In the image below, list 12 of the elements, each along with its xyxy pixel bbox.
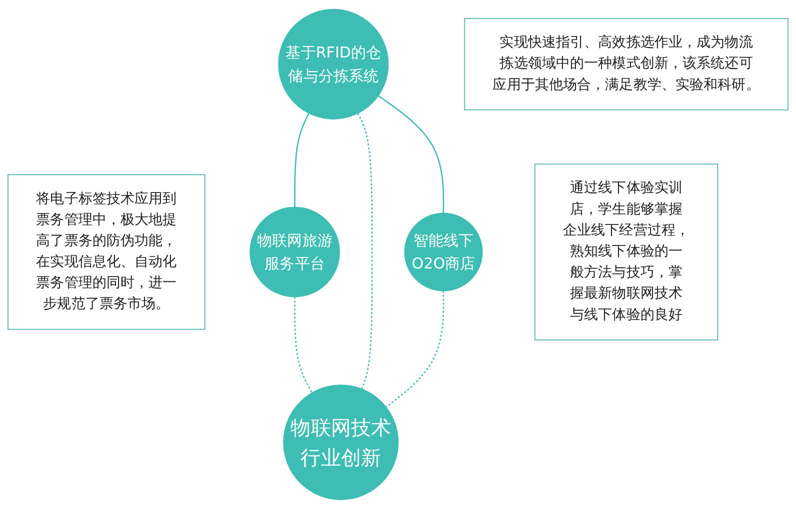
node-box: 通过线下体验实训店，学生能够掌握企业线下经营过程，熟知线下体验的一般方法与技巧，掌握最新物联网技术与线下体验的良好: [534, 164, 718, 340]
connector: [294, 112, 310, 208]
connector: [294, 296, 313, 394]
node-circle: 基于RFID的仓储与分拣系统: [278, 8, 389, 120]
node-box: 将电子标签技术应用到票务管理中，极大地提高了票务的防伪功能，在实现信息化、自动化票务管理的同时，进一步规范了票务市场。: [8, 174, 206, 330]
connector: [357, 112, 373, 390]
node-circle: 物联网旅游服务平台: [250, 206, 340, 298]
node-circle: 智能线下O2O商店: [404, 212, 483, 292]
connector: [386, 290, 444, 408]
connector: [378, 95, 444, 214]
node-box: 实现快速指引、高效拣选作业，成为物流拣选领域中的一种模式创新，该系统还可应用于其他场合，满足教学、实验和科研。: [464, 18, 788, 110]
node-circle: 物联网技术行业创新: [283, 384, 399, 500]
